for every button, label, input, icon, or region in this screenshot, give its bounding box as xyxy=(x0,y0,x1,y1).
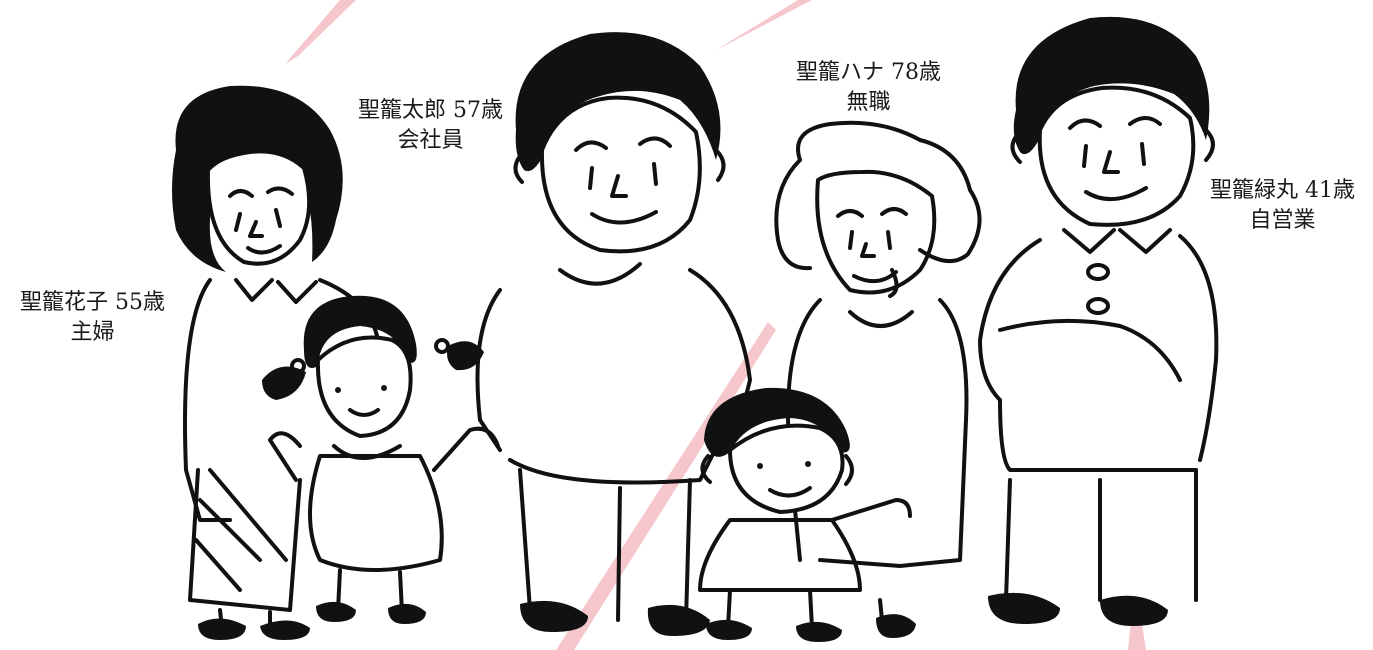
caption-hana-role: 無職 xyxy=(846,90,891,115)
pink-accent-streaks xyxy=(285,0,1146,650)
caption-hana-name: 聖籠ハナ 78歳 xyxy=(796,60,941,85)
figure-hanako xyxy=(172,85,380,640)
caption-hanako: 聖籠花子 55歳 主婦 xyxy=(0,288,185,348)
caption-taro-name: 聖籠太郎 57歳 xyxy=(358,98,503,123)
caption-midorimaru-role: 自営業 xyxy=(1249,208,1316,233)
caption-hanako-role: 主婦 xyxy=(70,320,115,345)
figure-hana xyxy=(774,120,982,638)
caption-midorimaru: 聖籠緑丸 41歳 自営業 xyxy=(1192,176,1373,236)
figure-taro xyxy=(475,32,752,636)
caption-hana: 聖籠ハナ 78歳 無職 xyxy=(776,58,961,118)
figure-girl xyxy=(262,295,500,624)
figure-midorimaru xyxy=(978,16,1219,626)
caption-midorimaru-name: 聖籠緑丸 41歳 xyxy=(1210,178,1355,203)
figure-boy xyxy=(698,387,912,642)
caption-taro: 聖籠太郎 57歳 会社員 xyxy=(338,96,523,156)
caption-hanako-name: 聖籠花子 55歳 xyxy=(20,290,165,315)
caption-taro-role: 会社員 xyxy=(397,128,464,153)
